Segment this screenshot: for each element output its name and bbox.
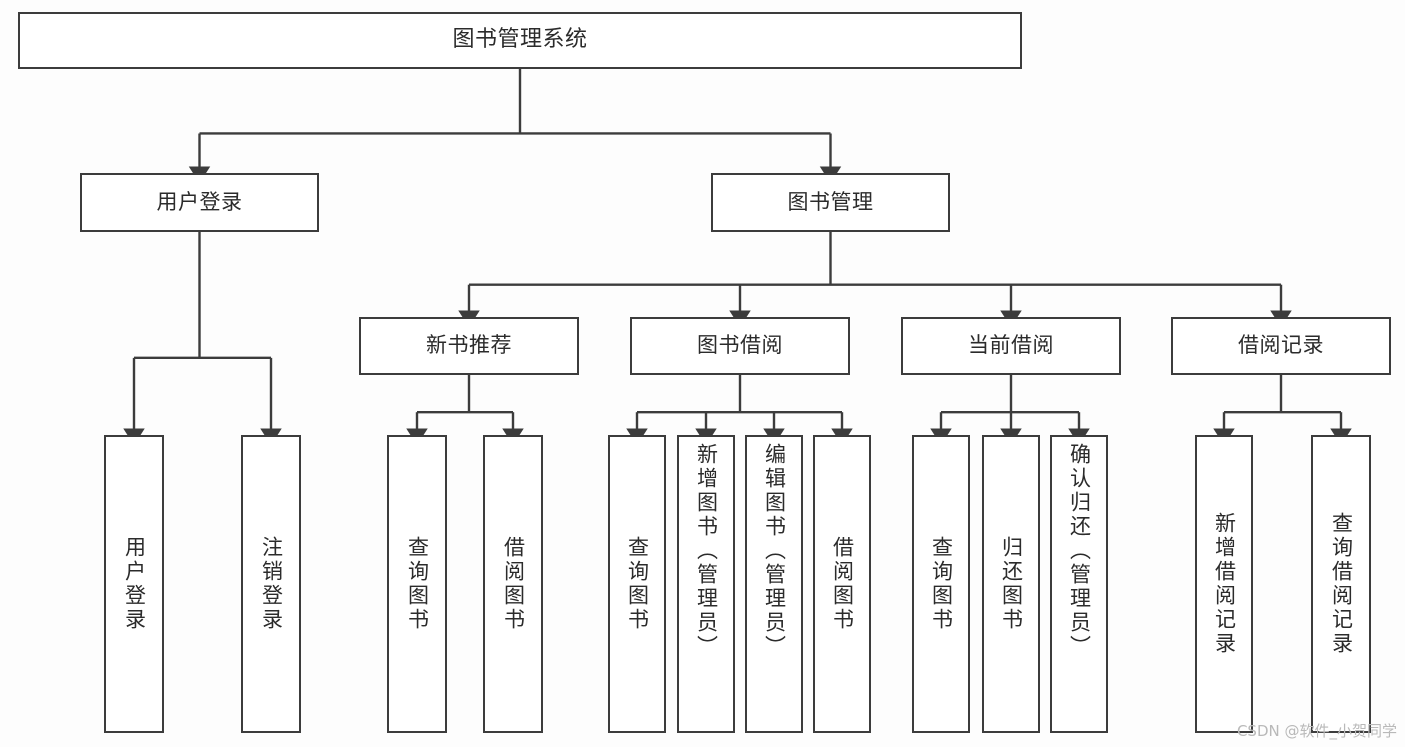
node-book_borrow[interactable]: 图书借阅 [630,317,850,375]
node-current_borrow[interactable]: 当前借阅 [901,317,1121,375]
node-new_book_rec[interactable]: 新书推荐 [359,317,579,375]
node-label: 查询图书 [929,536,954,632]
node-label: 归还图书 [999,536,1024,632]
node-leaf_bb_borrow[interactable]: 借阅图书 [813,435,871,733]
node-label: 借阅记录 [1238,333,1324,358]
node-label: 图书管理系统 [452,27,588,53]
node-leaf_br_query[interactable]: 查询借阅记录 [1311,435,1371,733]
node-leaf_cb_confirm[interactable]: 确认归还（管理员） [1050,435,1108,733]
node-root[interactable]: 图书管理系统 [18,12,1022,69]
node-leaf_rec_borrow[interactable]: 借阅图书 [483,435,543,733]
node-leaf_user_logout[interactable]: 注销登录 [241,435,301,733]
node-label: 用户登录 [122,536,147,632]
node-label: 查询借阅记录 [1329,512,1354,656]
node-label: 确认归还（管理员） [1067,443,1092,659]
node-user_login[interactable]: 用户登录 [80,173,319,232]
node-leaf_rec_query[interactable]: 查询图书 [387,435,447,733]
node-label: 当前借阅 [968,333,1054,358]
node-label: 借阅图书 [501,536,526,632]
node-label: 查询图书 [405,536,430,632]
node-leaf_br_add[interactable]: 新增借阅记录 [1195,435,1253,733]
node-label: 注销登录 [259,536,284,632]
node-label: 新增借阅记录 [1212,512,1237,656]
node-book_manage[interactable]: 图书管理 [711,173,950,232]
node-leaf_bb_add[interactable]: 新增图书（管理员） [677,435,735,733]
node-label: 用户登录 [156,189,243,214]
node-leaf_bb_edit[interactable]: 编辑图书（管理员） [745,435,803,733]
node-leaf_cb_return[interactable]: 归还图书 [982,435,1040,733]
node-leaf_cb_query[interactable]: 查询图书 [912,435,970,733]
node-leaf_user_login[interactable]: 用户登录 [104,435,164,733]
node-leaf_bb_query[interactable]: 查询图书 [608,435,666,733]
node-label: 编辑图书（管理员） [762,443,787,659]
node-label: 借阅图书 [830,536,855,632]
node-label: 图书借阅 [697,333,783,358]
node-label: 图书管理 [787,189,874,214]
node-label: 新书推荐 [426,333,512,358]
node-label: 新增图书（管理员） [694,443,719,659]
node-borrow_record[interactable]: 借阅记录 [1171,317,1391,375]
node-label: 查询图书 [625,536,650,632]
